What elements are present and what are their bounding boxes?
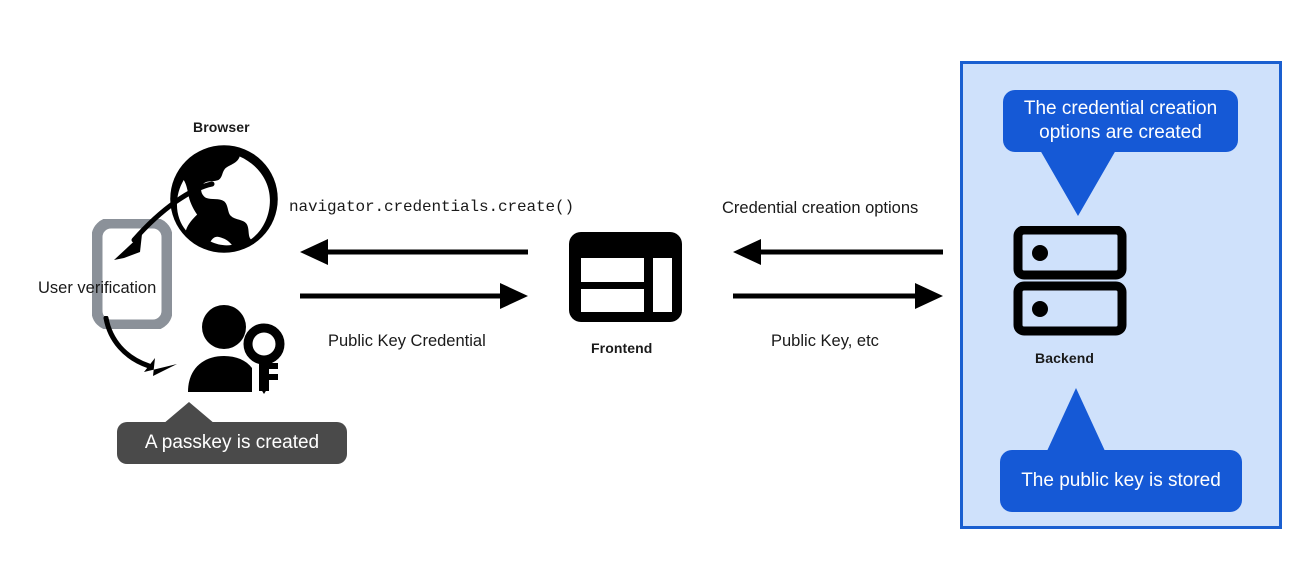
browser-label: Browser (193, 119, 250, 135)
arrow-right-public-key-credential-icon (300, 282, 528, 310)
flow-label-public-key-credential: Public Key Credential (328, 332, 486, 350)
user-verification-label: User verification (38, 279, 157, 297)
credential-options-created-callout: The credential creation options are crea… (1003, 90, 1238, 152)
credential-options-callout-tail (1040, 150, 1116, 216)
flow-label-navigator-create: navigator.credentials.create() (289, 198, 575, 216)
globe-icon (168, 143, 280, 255)
webpage-layout-icon (568, 231, 683, 323)
frontend-label: Frontend (591, 340, 653, 356)
arrow-right-public-key-etc-icon (733, 282, 943, 310)
arrow-left-credential-creation-options-icon (733, 238, 943, 266)
flow-label-credential-creation-options: Credential creation options (722, 199, 919, 217)
flow-label-public-key-etc: Public Key, etc (771, 332, 879, 350)
user-with-key-icon (186, 304, 294, 394)
smartphone-icon (91, 217, 173, 331)
arrow-phone-to-user-icon (97, 315, 207, 388)
passkey-callout-tail (163, 402, 215, 424)
passkey-created-callout: A passkey is created (117, 422, 347, 464)
arrow-browser-to-phone-icon (100, 178, 220, 268)
backend-label: Backend (1035, 350, 1095, 366)
public-key-stored-callout-tail (1047, 388, 1105, 451)
arrow-left-navigator-create-icon (300, 238, 528, 266)
public-key-stored-callout: The public key is stored (1000, 450, 1242, 512)
server-rack-icon (1013, 225, 1127, 336)
